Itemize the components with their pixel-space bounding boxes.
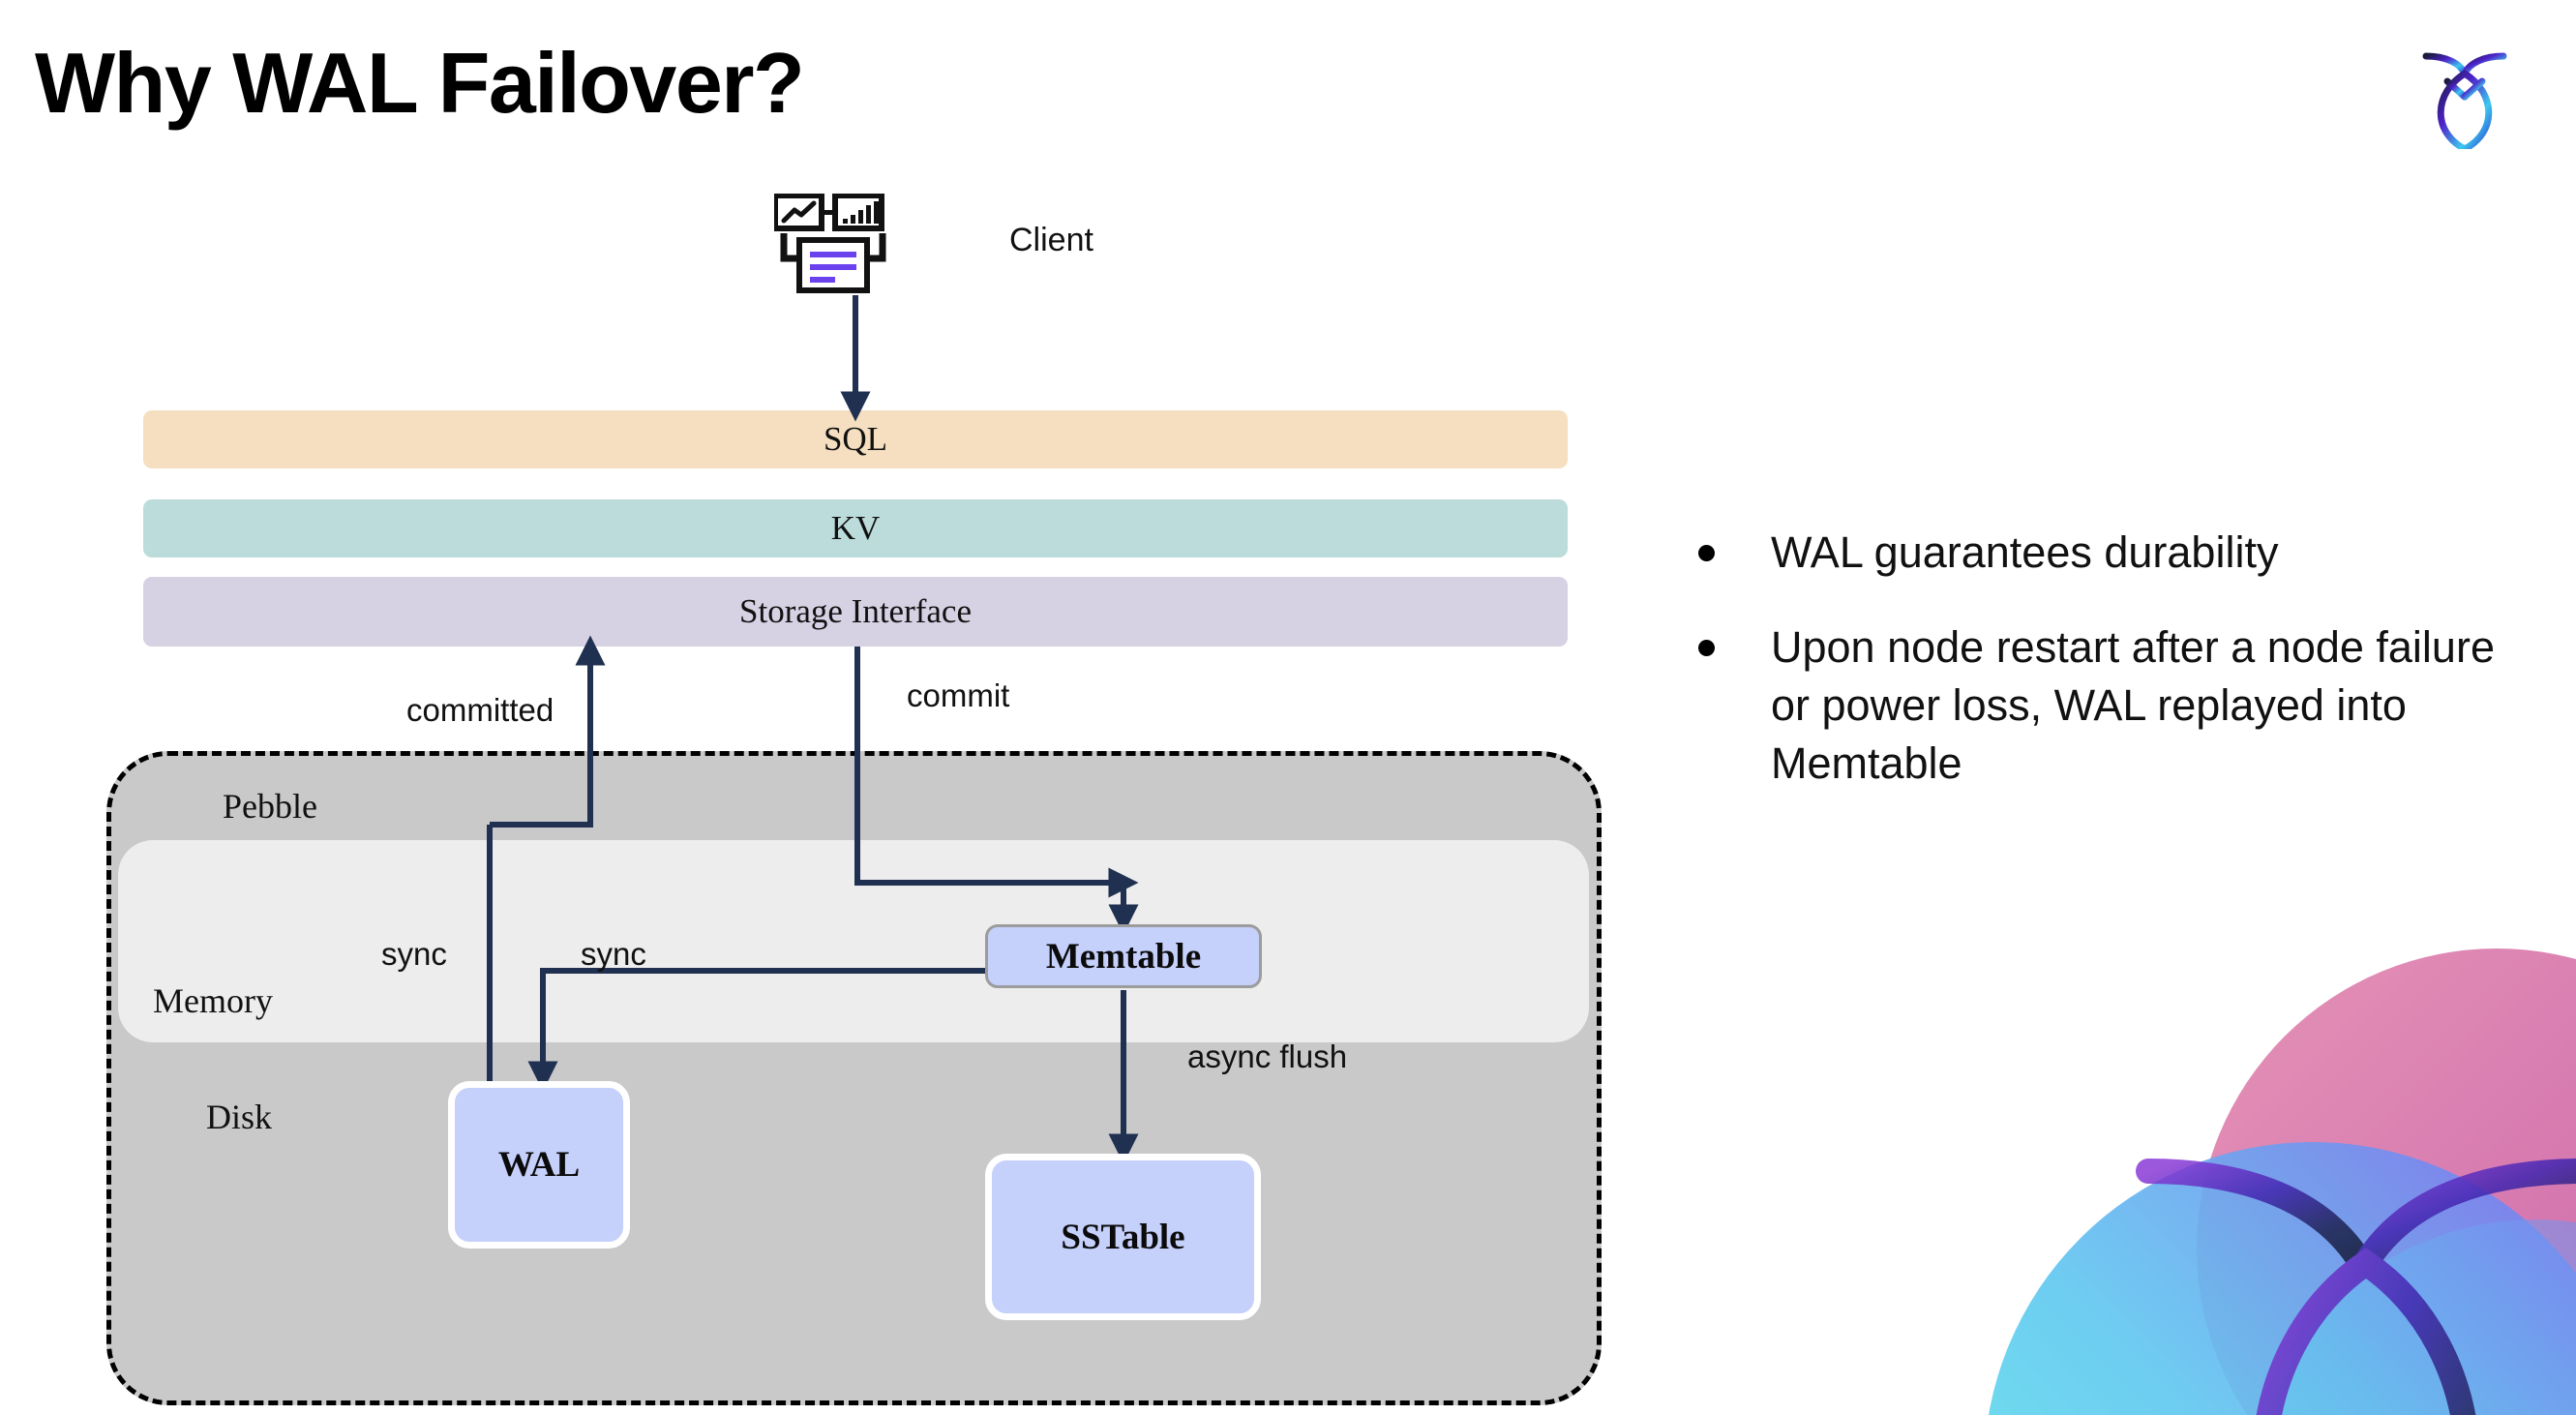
bullet-dot-icon: [1698, 639, 1715, 656]
node-label-memtable: Memtable: [1045, 936, 1202, 977]
list-item: WAL guarantees durability: [1698, 524, 2511, 582]
node-label-sstable: SSTable: [1061, 1217, 1185, 1257]
bullet-text: Upon node restart after a node failure o…: [1771, 621, 2495, 788]
layer-label-storage-interface: Storage Interface: [739, 592, 972, 630]
node-label-wal: WAL: [497, 1145, 581, 1185]
bullet-list: WAL guarantees durability Upon node rest…: [1698, 524, 2511, 828]
pebble-label: Pebble: [223, 787, 317, 826]
layer-bar-sql: SQL: [143, 410, 1568, 468]
list-item: Upon node restart after a node failure o…: [1698, 618, 2511, 793]
memory-region: [118, 840, 1589, 1042]
edge-label-commit: commit: [907, 677, 1010, 713]
layer-label-kv: KV: [830, 509, 881, 547]
memory-label: Memory: [153, 981, 273, 1020]
edge-label-sync-left: sync: [381, 936, 447, 972]
edge-label-sync-right: sync: [581, 936, 646, 972]
edge-label-committed: committed: [406, 692, 554, 728]
node-memtable: Memtable: [985, 924, 1262, 988]
cockroachdb-logo-icon: [2422, 52, 2507, 149]
node-sstable: SSTable: [985, 1154, 1261, 1320]
layer-bar-storage-interface: Storage Interface: [143, 577, 1568, 647]
page-title: Why WAL Failover?: [35, 35, 805, 131]
edge-label-async-flush: async flush: [1187, 1039, 1348, 1074]
bullet-text: WAL guarantees durability: [1771, 527, 2279, 577]
layer-label-sql: SQL: [823, 420, 888, 458]
client-label: Client: [1009, 222, 1093, 258]
decorative-watermark: [1988, 948, 2576, 1415]
node-wal: WAL: [448, 1081, 630, 1249]
bullet-dot-icon: [1698, 545, 1715, 561]
client-dashboard-icon: [774, 194, 886, 293]
disk-label: Disk: [206, 1098, 273, 1136]
layer-bar-kv: KV: [143, 499, 1568, 557]
